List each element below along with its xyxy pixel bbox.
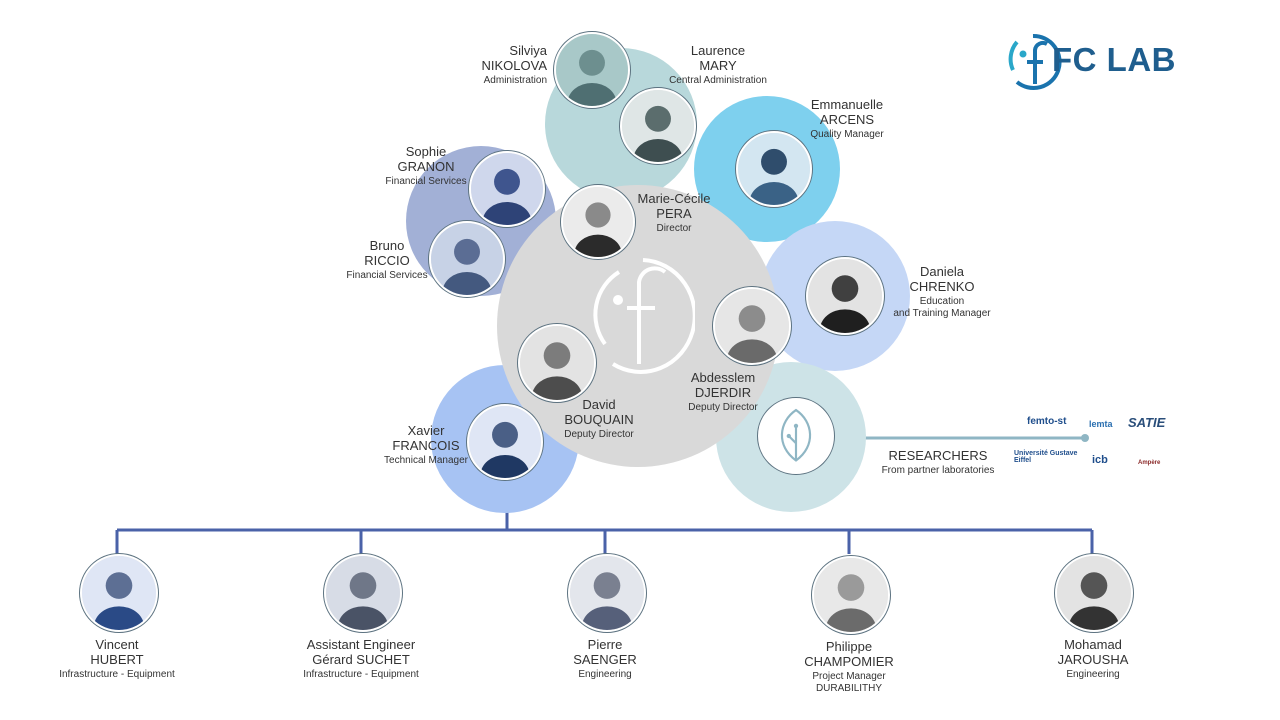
person-last-name: FRANCOIS [392, 437, 460, 453]
person-first-name: Mohamad [1064, 637, 1122, 652]
person-role: Technical Manager [384, 454, 468, 466]
label-hubert: Vincent HUBERT Infrastructure - Equipmen… [42, 637, 192, 680]
person-last-name: RICCIO [364, 252, 410, 268]
label-chrenko: Daniela CHRENKO Education and Training M… [882, 264, 1002, 320]
label-riccio: Bruno RICCIO Financial Services [337, 238, 437, 281]
partner-logo-lemta: lemta [1089, 419, 1113, 429]
partner-logo-ampere: Ampère [1138, 460, 1161, 466]
person-last-name: PERA [656, 205, 692, 221]
person-first-name: Sophie [405, 144, 447, 159]
person-role: Engineering [578, 668, 632, 680]
photo-nikolova [554, 32, 630, 108]
person-role: Deputy Director [688, 401, 758, 413]
photo-bouquain [518, 324, 596, 402]
photo-djerdir [713, 287, 791, 365]
person-last-name: ARCENS [819, 111, 875, 127]
person-first-name: David [582, 397, 616, 412]
person-last-name: SAENGER [573, 651, 637, 667]
photo-riccio [429, 221, 505, 297]
person-role: Quality Manager [810, 128, 884, 140]
person-first-name: Philippe [825, 639, 873, 654]
partner-logo-gustave-eiffel-text: Université Gustave Eiffel [1014, 450, 1078, 464]
label-champomier: Philippe CHAMPOMIER Project Manager DURA… [774, 639, 924, 695]
label-djerdir: Abdesslem DJERDIR Deputy Director [672, 370, 774, 413]
person-last-name: BOUQUAIN [564, 411, 634, 427]
person-role-line2: DURABILITHY [815, 683, 883, 695]
person-role-line2: and Training Manager [893, 308, 991, 320]
label-mary: Laurence MARY Central Administration [658, 43, 778, 86]
label-bouquain: David BOUQUAIN Deputy Director [548, 397, 650, 440]
person-role: Deputy Director [564, 428, 634, 440]
person-first-name: Pierre [587, 637, 623, 652]
person-first-name: Laurence [690, 43, 746, 58]
person-first-name: Abdesslem [690, 370, 756, 385]
photo-arcens [736, 131, 812, 207]
photo-hubert [80, 554, 158, 632]
photo-chrenko [806, 257, 884, 335]
partner-logo-femto-st: femto-st [1027, 416, 1067, 427]
person-role: Financial Services [346, 269, 428, 281]
person-role: Project Manager [812, 670, 886, 682]
person-first-name: Marie-Cécile [637, 191, 711, 206]
leaf-icon [780, 408, 812, 462]
person-role: Education [919, 295, 965, 307]
photo-champomier [812, 556, 890, 634]
photo-mary [620, 88, 696, 164]
person-first-name: Emmanuelle [810, 97, 884, 112]
person-last-name: DJERDIR [694, 384, 752, 400]
brand-name: FC LAB [1052, 41, 1176, 78]
label-jarousha: Mohamad JAROUSHA Engineering [1018, 637, 1168, 680]
person-role: Central Administration [669, 74, 767, 86]
person-first-name: Bruno [369, 238, 405, 253]
researchers-subtitle: From partner laboratories [881, 464, 995, 476]
person-last-name: NIKOLOVA [481, 57, 547, 73]
photo-saenger [568, 554, 646, 632]
person-first-name: Vincent [95, 637, 139, 652]
person-last-name: JAROUSHA [1057, 651, 1129, 667]
label-researchers: RESEARCHERS From partner laboratories [866, 448, 1010, 476]
person-last-name: MARY [699, 57, 737, 73]
person-role: Engineering [1066, 668, 1120, 680]
photo-granon [469, 151, 545, 227]
person-first-name: Assistant Engineer [306, 637, 416, 652]
fc-lab-logo-icon [1008, 33, 1062, 90]
label-pera: Marie-Cécile PERA Director [624, 191, 724, 234]
person-last-name: HUBERT [90, 651, 144, 667]
label-nikolova: Silviya NIKOLOVA Administration [481, 43, 547, 86]
photo-researchers [758, 398, 834, 474]
person-last-name: CHAMPOMIER [804, 653, 894, 669]
person-last-name: CHRENKO [909, 278, 975, 294]
person-first-name: Silviya [509, 43, 547, 58]
label-suchet: Assistant Engineer Gérard SUCHET Infrast… [286, 637, 436, 680]
photo-francois [467, 404, 543, 480]
label-saenger: Pierre SAENGER Engineering [530, 637, 680, 680]
person-role: Director [656, 222, 692, 234]
person-role: Infrastructure - Equipment [303, 668, 419, 680]
person-last-name: Gérard SUCHET [312, 651, 410, 667]
partner-logo-satie: SATIE [1128, 415, 1166, 430]
photo-pera [561, 185, 635, 259]
photo-jarousha [1055, 554, 1133, 632]
label-granon: Sophie GRANON Financial Services [376, 144, 476, 187]
person-role: Financial Services [385, 175, 467, 187]
fc-emblem-icon [593, 258, 695, 374]
person-role: Infrastructure - Equipment [59, 668, 175, 680]
label-francois: Xavier FRANCOIS Technical Manager [374, 423, 478, 466]
person-first-name: Xavier [407, 423, 445, 438]
photo-suchet [324, 554, 402, 632]
researchers-title: RESEARCHERS [888, 448, 988, 463]
partner-logo-icb: icb [1092, 454, 1108, 466]
person-role: Administration [483, 74, 547, 86]
person-last-name: GRANON [397, 158, 455, 174]
label-arcens: Emmanuelle ARCENS Quality Manager [788, 97, 906, 140]
partner-logo-gustave-eiffel: Université Gustave Eiffel [1014, 450, 1084, 464]
person-first-name: Daniela [919, 264, 965, 279]
researchers-link-dot [1081, 434, 1089, 442]
